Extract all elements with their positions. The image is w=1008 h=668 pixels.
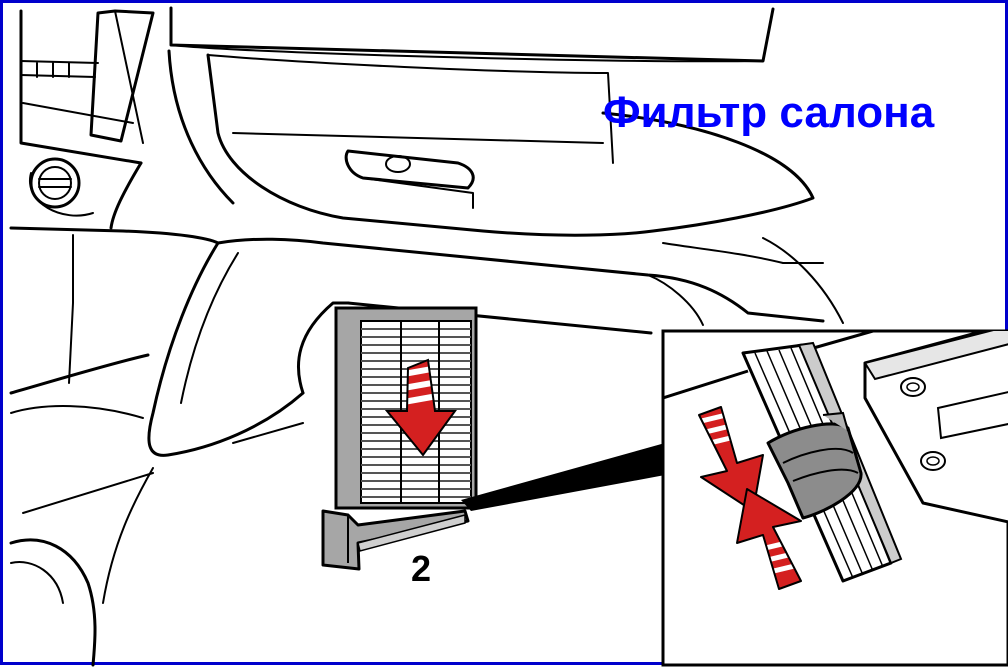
glovebox-handle bbox=[344, 149, 475, 190]
dashboard-lineart bbox=[9, 6, 844, 667]
cabin-filter bbox=[334, 306, 478, 510]
cabin-filter-illustration bbox=[9, 6, 1008, 667]
callout-wedge bbox=[461, 443, 665, 511]
callout-number: 2 bbox=[410, 548, 432, 589]
detail-inset bbox=[661, 329, 1008, 667]
filter-cover-part bbox=[321, 509, 470, 571]
retaining-clip bbox=[766, 422, 863, 520]
diagram-title: Фильтр салона bbox=[603, 88, 935, 137]
glovebox-door bbox=[206, 53, 815, 237]
